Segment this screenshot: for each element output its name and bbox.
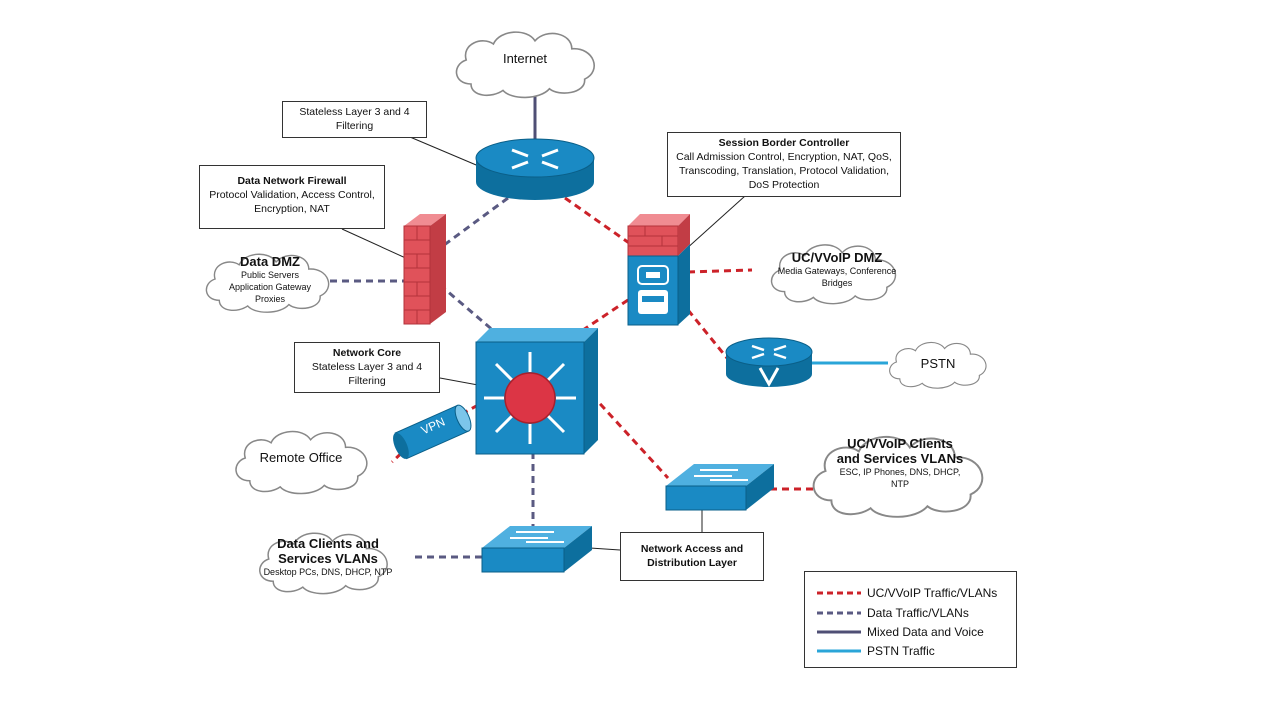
voice-router bbox=[725, 337, 813, 388]
pstn-label: PSTN bbox=[920, 356, 956, 371]
stateless-filter-line-2: Filtering bbox=[335, 120, 374, 132]
edge-router bbox=[475, 138, 595, 200]
sbc-line-1: Call Admission Control, Encryption, NAT,… bbox=[676, 151, 892, 163]
data-firewall-title: Data Network Firewall bbox=[237, 175, 347, 187]
legend-item-pstn: PSTN Traffic bbox=[815, 642, 935, 660]
switch-arrows-icon bbox=[694, 469, 748, 481]
core-center-icon bbox=[504, 372, 556, 424]
sbc-title: Session Border Controller bbox=[718, 137, 850, 149]
remote-office-label: Remote Office bbox=[259, 450, 343, 465]
uc-dmz-line-2: Bridges bbox=[821, 278, 853, 288]
router-arrows-icon bbox=[751, 344, 787, 360]
link-sbc-ucdmz bbox=[687, 268, 753, 274]
vpn-concentrator bbox=[393, 404, 472, 460]
core-arrows-icon bbox=[484, 352, 576, 444]
sbc-callout: Session Border Controller Call Admission… bbox=[667, 132, 901, 197]
leader-access-1 bbox=[589, 547, 621, 551]
uc-dmz-text: UC/VVoIP DMZ Media Gateways, Conference … bbox=[752, 250, 922, 289]
legend-item-uc: UC/VVoIP Traffic/VLANs bbox=[815, 584, 997, 602]
uc-clients-line-2: NTP bbox=[891, 479, 909, 489]
leader-sbc bbox=[684, 195, 746, 251]
legend-swatch-data bbox=[817, 611, 861, 615]
phone-icon bbox=[637, 265, 669, 314]
uc-clients-line-1: ESC, IP Phones, DNS, DHCP, bbox=[839, 467, 961, 477]
link-router-sbc bbox=[564, 196, 633, 247]
internet-label: Internet bbox=[502, 51, 548, 66]
data-clients-title-2: Services VLANs bbox=[278, 551, 378, 566]
uc-clients-text: UC/VVoIP Clients and Services VLANs ESC,… bbox=[818, 436, 982, 490]
data-dmz-line-3: Proxies bbox=[254, 294, 285, 304]
voice-v-icon bbox=[758, 367, 780, 388]
sbc-line-2: Transcoding, Translation, Protocol Valid… bbox=[678, 165, 890, 177]
data-dmz-line-2: Application Gateway bbox=[228, 282, 312, 292]
leader-core bbox=[439, 377, 479, 386]
connections bbox=[330, 92, 888, 559]
data-dmz-line-1: Public Servers bbox=[240, 270, 300, 280]
uc-dmz-title: UC/VVoIP DMZ bbox=[791, 250, 883, 265]
legend-label-data: Data Traffic/VLANs bbox=[867, 606, 969, 620]
data-firewall bbox=[403, 214, 446, 325]
link-firewall-core bbox=[439, 283, 496, 334]
network-core-title: Network Core bbox=[332, 347, 402, 359]
stateless-filter-line-1: Stateless Layer 3 and 4 bbox=[299, 106, 410, 118]
data-firewall-callout: Data Network Firewall Protocol Validatio… bbox=[199, 165, 385, 229]
stateless-filter-callout: Stateless Layer 3 and 4 Filtering bbox=[282, 101, 427, 138]
data-firewall-line-2: Encryption, NAT bbox=[254, 203, 330, 215]
brick-icon bbox=[404, 226, 430, 324]
router-arrows-icon bbox=[511, 148, 559, 170]
link-core-ucswitch bbox=[590, 393, 670, 480]
data-clients-title-1: Data Clients and bbox=[277, 536, 379, 551]
data-clients-text: Data Clients and Services VLANs Desktop … bbox=[250, 536, 406, 578]
access-layer-line-1: Network Access and bbox=[640, 543, 744, 555]
core-switch bbox=[475, 328, 598, 455]
leader-firewall bbox=[341, 228, 411, 261]
switch-arrows-icon bbox=[510, 531, 564, 543]
link-router-firewall bbox=[439, 196, 509, 250]
sbc-line-3: DoS Protection bbox=[748, 179, 820, 191]
network-core-line-2: Filtering bbox=[348, 375, 386, 387]
legend-label-mixed: Mixed Data and Voice bbox=[867, 625, 984, 639]
legend-swatch-uc bbox=[817, 591, 861, 595]
legend-swatch-pstn bbox=[817, 649, 861, 653]
data-dmz-title: Data DMZ bbox=[240, 254, 300, 269]
uc-clients-title-1: UC/VVoIP Clients bbox=[847, 436, 953, 451]
link-sbc-pstnrouter bbox=[686, 309, 729, 359]
data-firewall-line-1: Protocol Validation, Access Control, bbox=[209, 189, 375, 201]
data-access-switch bbox=[481, 526, 592, 573]
callout-leaders bbox=[341, 136, 746, 551]
link-sbc-core bbox=[579, 298, 629, 334]
legend-item-mixed: Mixed Data and Voice bbox=[815, 623, 984, 641]
uc-dmz-line-1: Media Gateways, Conference bbox=[777, 266, 897, 276]
legend: UC/VVoIP Traffic/VLANs Data Traffic/VLAN… bbox=[804, 571, 1017, 668]
access-layer-callout: Network Access and Distribution Layer bbox=[620, 532, 764, 581]
access-layer-line-2: Distribution Layer bbox=[647, 557, 737, 569]
network-core-callout: Network Core Stateless Layer 3 and 4 Fil… bbox=[294, 342, 440, 393]
legend-label-pstn: PSTN Traffic bbox=[867, 644, 935, 658]
data-clients-line-1: Desktop PCs, DNS, DHCP, NTP bbox=[263, 567, 393, 577]
uc-access-switch bbox=[665, 464, 774, 511]
legend-swatch-mixed bbox=[817, 630, 861, 634]
uc-clients-title-2: and Services VLANs bbox=[836, 451, 964, 466]
leader-stateless bbox=[409, 136, 489, 171]
legend-item-data: Data Traffic/VLANs bbox=[815, 604, 969, 622]
data-dmz-text: Data DMZ Public Servers Application Gate… bbox=[212, 254, 328, 305]
legend-label-uc: UC/VVoIP Traffic/VLANs bbox=[867, 586, 998, 600]
session-border-controller bbox=[627, 214, 690, 326]
network-core-line-1: Stateless Layer 3 and 4 bbox=[311, 361, 423, 373]
